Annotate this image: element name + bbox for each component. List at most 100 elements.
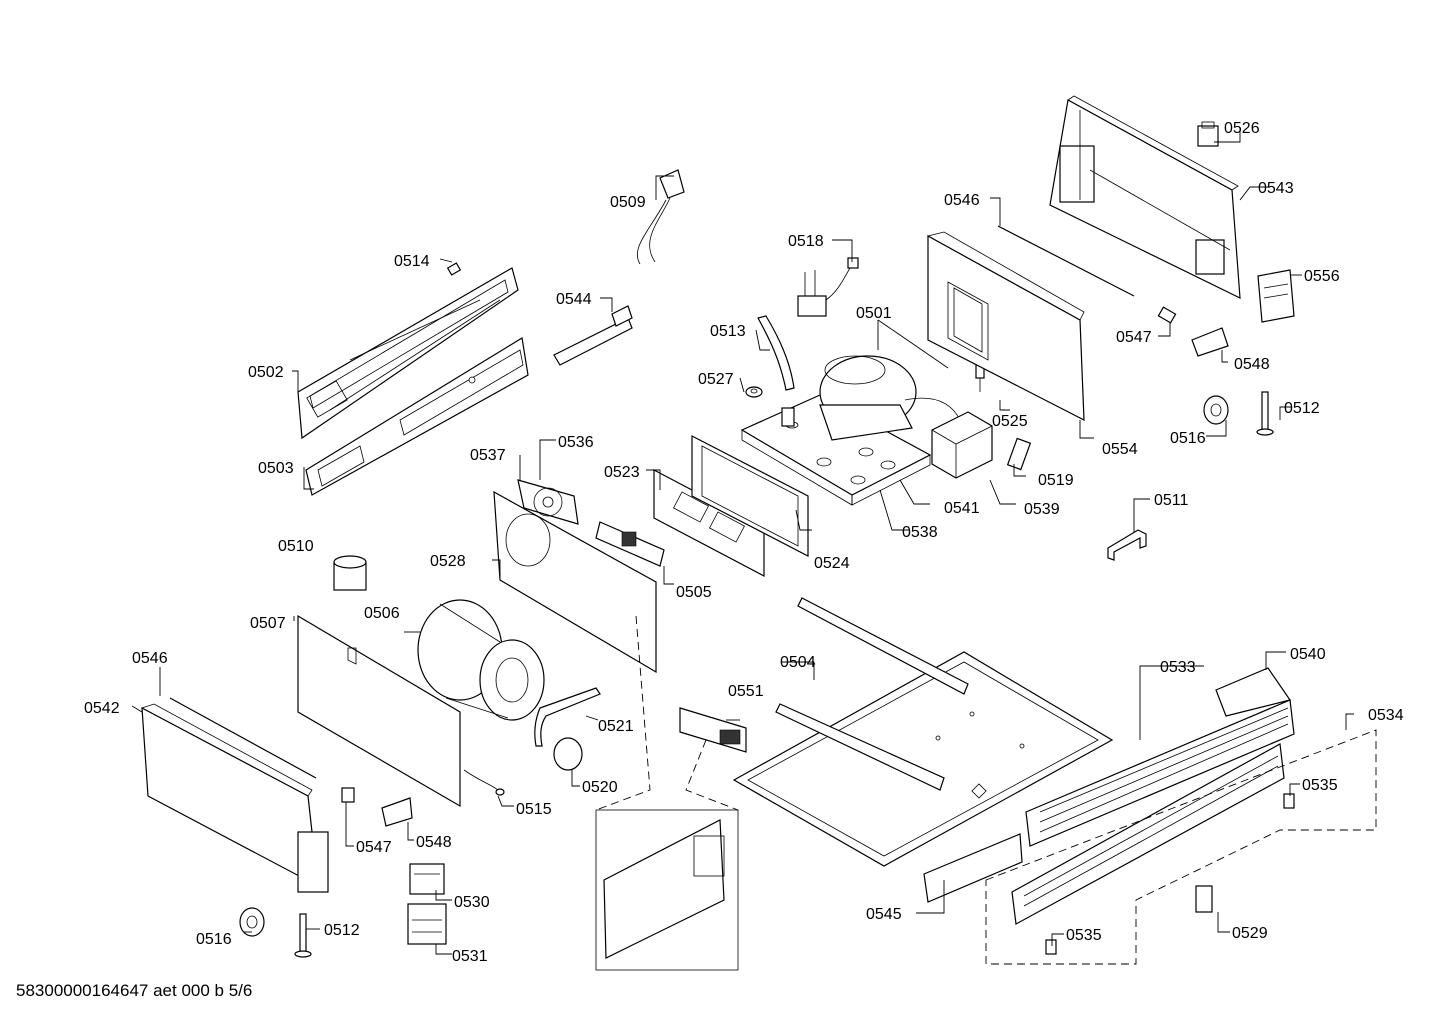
label-0539: 0539 — [1024, 501, 1060, 518]
part-0518-relay — [797, 257, 859, 317]
label-0505: 0505 — [676, 584, 712, 601]
part-labels: 0509 0514 0544 0502 0503 0518 0513 0527 … — [84, 120, 1404, 965]
part-0548-left — [381, 797, 413, 827]
label-0536: 0536 — [558, 434, 594, 451]
label-0535-bottom: 0535 — [1066, 927, 1102, 944]
label-0530: 0530 — [454, 894, 490, 911]
part-0513-tube — [757, 315, 795, 391]
part-0543-control-assembly — [1049, 95, 1241, 299]
part-0524-gasket-frame — [691, 435, 809, 557]
part-0521-bracket — [534, 687, 601, 747]
label-0524: 0524 — [814, 555, 850, 572]
label-0534: 0534 — [1368, 707, 1404, 724]
part-0535-clips — [1045, 793, 1295, 955]
label-0538: 0538 — [902, 524, 938, 541]
part-0533-grille — [1025, 667, 1295, 847]
part-0534-grille — [985, 729, 1377, 965]
label-0543: 0543 — [1258, 180, 1294, 197]
leader-lines — [131, 127, 1354, 955]
part-0554-back-wall — [926, 231, 1085, 422]
label-0542: 0542 — [84, 700, 120, 717]
label-0501: 0501 — [856, 305, 892, 322]
part-0510-cylinder — [333, 555, 367, 591]
part-0528-fan-plate — [493, 490, 657, 674]
label-0514: 0514 — [394, 253, 430, 270]
label-0515: 0515 — [516, 801, 552, 818]
label-0510: 0510 — [278, 538, 314, 555]
label-0548-right: 0548 — [1234, 356, 1270, 373]
label-0518: 0518 — [788, 233, 824, 250]
label-0527: 0527 — [698, 371, 734, 388]
label-0513: 0513 — [710, 323, 746, 340]
part-0547-left — [341, 787, 355, 803]
part-0541-box — [931, 411, 993, 479]
part-0511-bracket — [1107, 529, 1147, 561]
part-0519-terminal — [1006, 437, 1032, 471]
label-0502: 0502 — [248, 364, 284, 381]
part-0504-tray — [732, 597, 1114, 867]
part-0542-side-panel — [140, 703, 329, 893]
part-0547-right — [1157, 306, 1177, 324]
part-0527-grommet — [745, 386, 763, 398]
label-0546-top: 0546 — [944, 192, 980, 209]
part-0507-panel — [297, 614, 461, 808]
label-0540: 0540 — [1290, 646, 1326, 663]
label-0523: 0523 — [604, 464, 640, 481]
part-0516-left — [239, 907, 265, 937]
part-0512-left-screw — [294, 913, 312, 958]
label-0509: 0509 — [610, 194, 646, 211]
label-0528: 0528 — [430, 553, 466, 570]
label-0531: 0531 — [452, 948, 488, 965]
label-0544: 0544 — [556, 291, 592, 308]
part-0544-bracket — [553, 305, 633, 366]
label-0554: 0554 — [1102, 441, 1138, 458]
part-0546-rod-top — [997, 225, 1135, 297]
label-0529: 0529 — [1232, 925, 1268, 942]
label-0545: 0545 — [866, 906, 902, 923]
label-0519: 0519 — [1038, 472, 1074, 489]
label-0533: 0533 — [1160, 659, 1196, 676]
label-0541: 0541 — [944, 500, 980, 517]
part-0548-right — [1191, 327, 1229, 357]
label-0537: 0537 — [470, 447, 506, 464]
part-0551 — [679, 707, 747, 753]
label-0504: 0504 — [780, 654, 816, 671]
part-0520-disk — [553, 737, 583, 771]
label-0551: 0551 — [728, 683, 764, 700]
label-0503: 0503 — [258, 460, 294, 477]
label-0525: 0525 — [992, 413, 1028, 430]
part-0526-switch — [1197, 121, 1219, 147]
label-0511: 0511 — [1154, 492, 1189, 509]
part-0515-wire — [463, 769, 505, 796]
label-0520: 0520 — [582, 779, 618, 796]
part-0503-lower-panel — [305, 337, 529, 496]
label-0512-right: 0512 — [1284, 400, 1320, 417]
detail-inset — [595, 615, 739, 971]
label-0516-right: 0516 — [1170, 430, 1206, 447]
part-0505-connector — [595, 521, 665, 567]
part-0501-compressor — [819, 355, 961, 441]
label-0546-left: 0546 — [132, 650, 168, 667]
document-id: 58300000164647 aet 000 b 5/6 — [16, 981, 253, 1000]
label-0548-left: 0548 — [416, 834, 452, 851]
part-0514-screw — [446, 262, 462, 276]
part-0512-right-screw — [1256, 391, 1274, 436]
part-0509-power-cord — [637, 169, 685, 265]
part-0516-right — [1203, 395, 1229, 425]
part-0536-fan — [517, 479, 579, 525]
label-0507: 0507 — [250, 615, 286, 632]
part-0531 — [407, 903, 447, 945]
part-0538-base-plate — [740, 394, 932, 506]
part-0529 — [1195, 885, 1213, 913]
label-0535-right: 0535 — [1302, 777, 1338, 794]
part-0506-fan-housing — [417, 599, 545, 721]
part-0556-cover — [1257, 269, 1295, 323]
part-0546-rod-left — [169, 697, 317, 779]
part-0545 — [923, 833, 1023, 903]
label-0506: 0506 — [364, 605, 400, 622]
label-0526: 0526 — [1224, 120, 1260, 137]
label-0547-right: 0547 — [1116, 329, 1152, 346]
label-0547-left: 0547 — [356, 839, 392, 856]
label-0512-left: 0512 — [324, 922, 360, 939]
